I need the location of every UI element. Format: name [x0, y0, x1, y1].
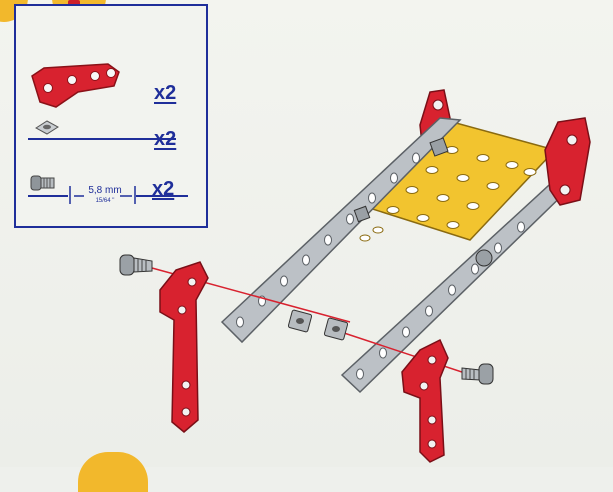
assembly-illustration [0, 0, 613, 467]
right-red-bracket [402, 340, 448, 462]
front-right-red-bracket [545, 118, 590, 205]
square-nut-left [288, 310, 312, 333]
left-red-bracket [160, 262, 208, 432]
left-screw [120, 255, 152, 275]
right-screw [462, 364, 493, 384]
assembly-step-page: x2 x2 x2 5,8 mm 15/64 " [0, 0, 613, 467]
